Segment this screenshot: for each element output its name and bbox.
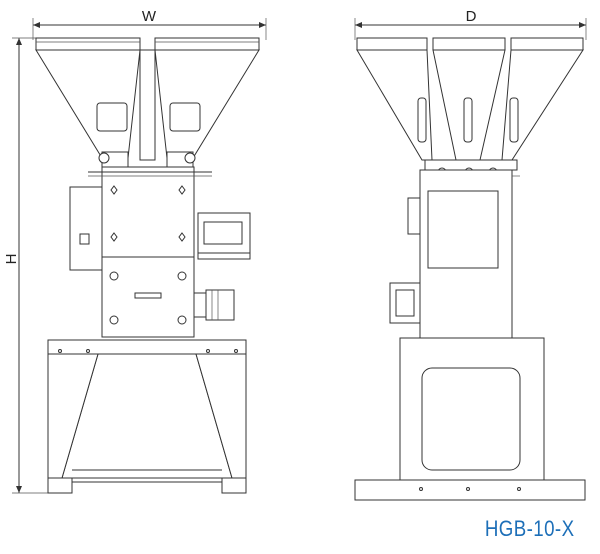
- height-label: H: [3, 254, 20, 265]
- model-name: HGB-10-X: [484, 516, 574, 541]
- side-view: D: [354, 8, 587, 501]
- front-view: W H: [3, 8, 267, 494]
- depth-dimension: D: [354, 8, 587, 40]
- width-label: W: [142, 8, 157, 25]
- height-dimension: H: [3, 37, 48, 494]
- depth-label: D: [466, 8, 477, 25]
- width-dimension: W: [32, 8, 267, 40]
